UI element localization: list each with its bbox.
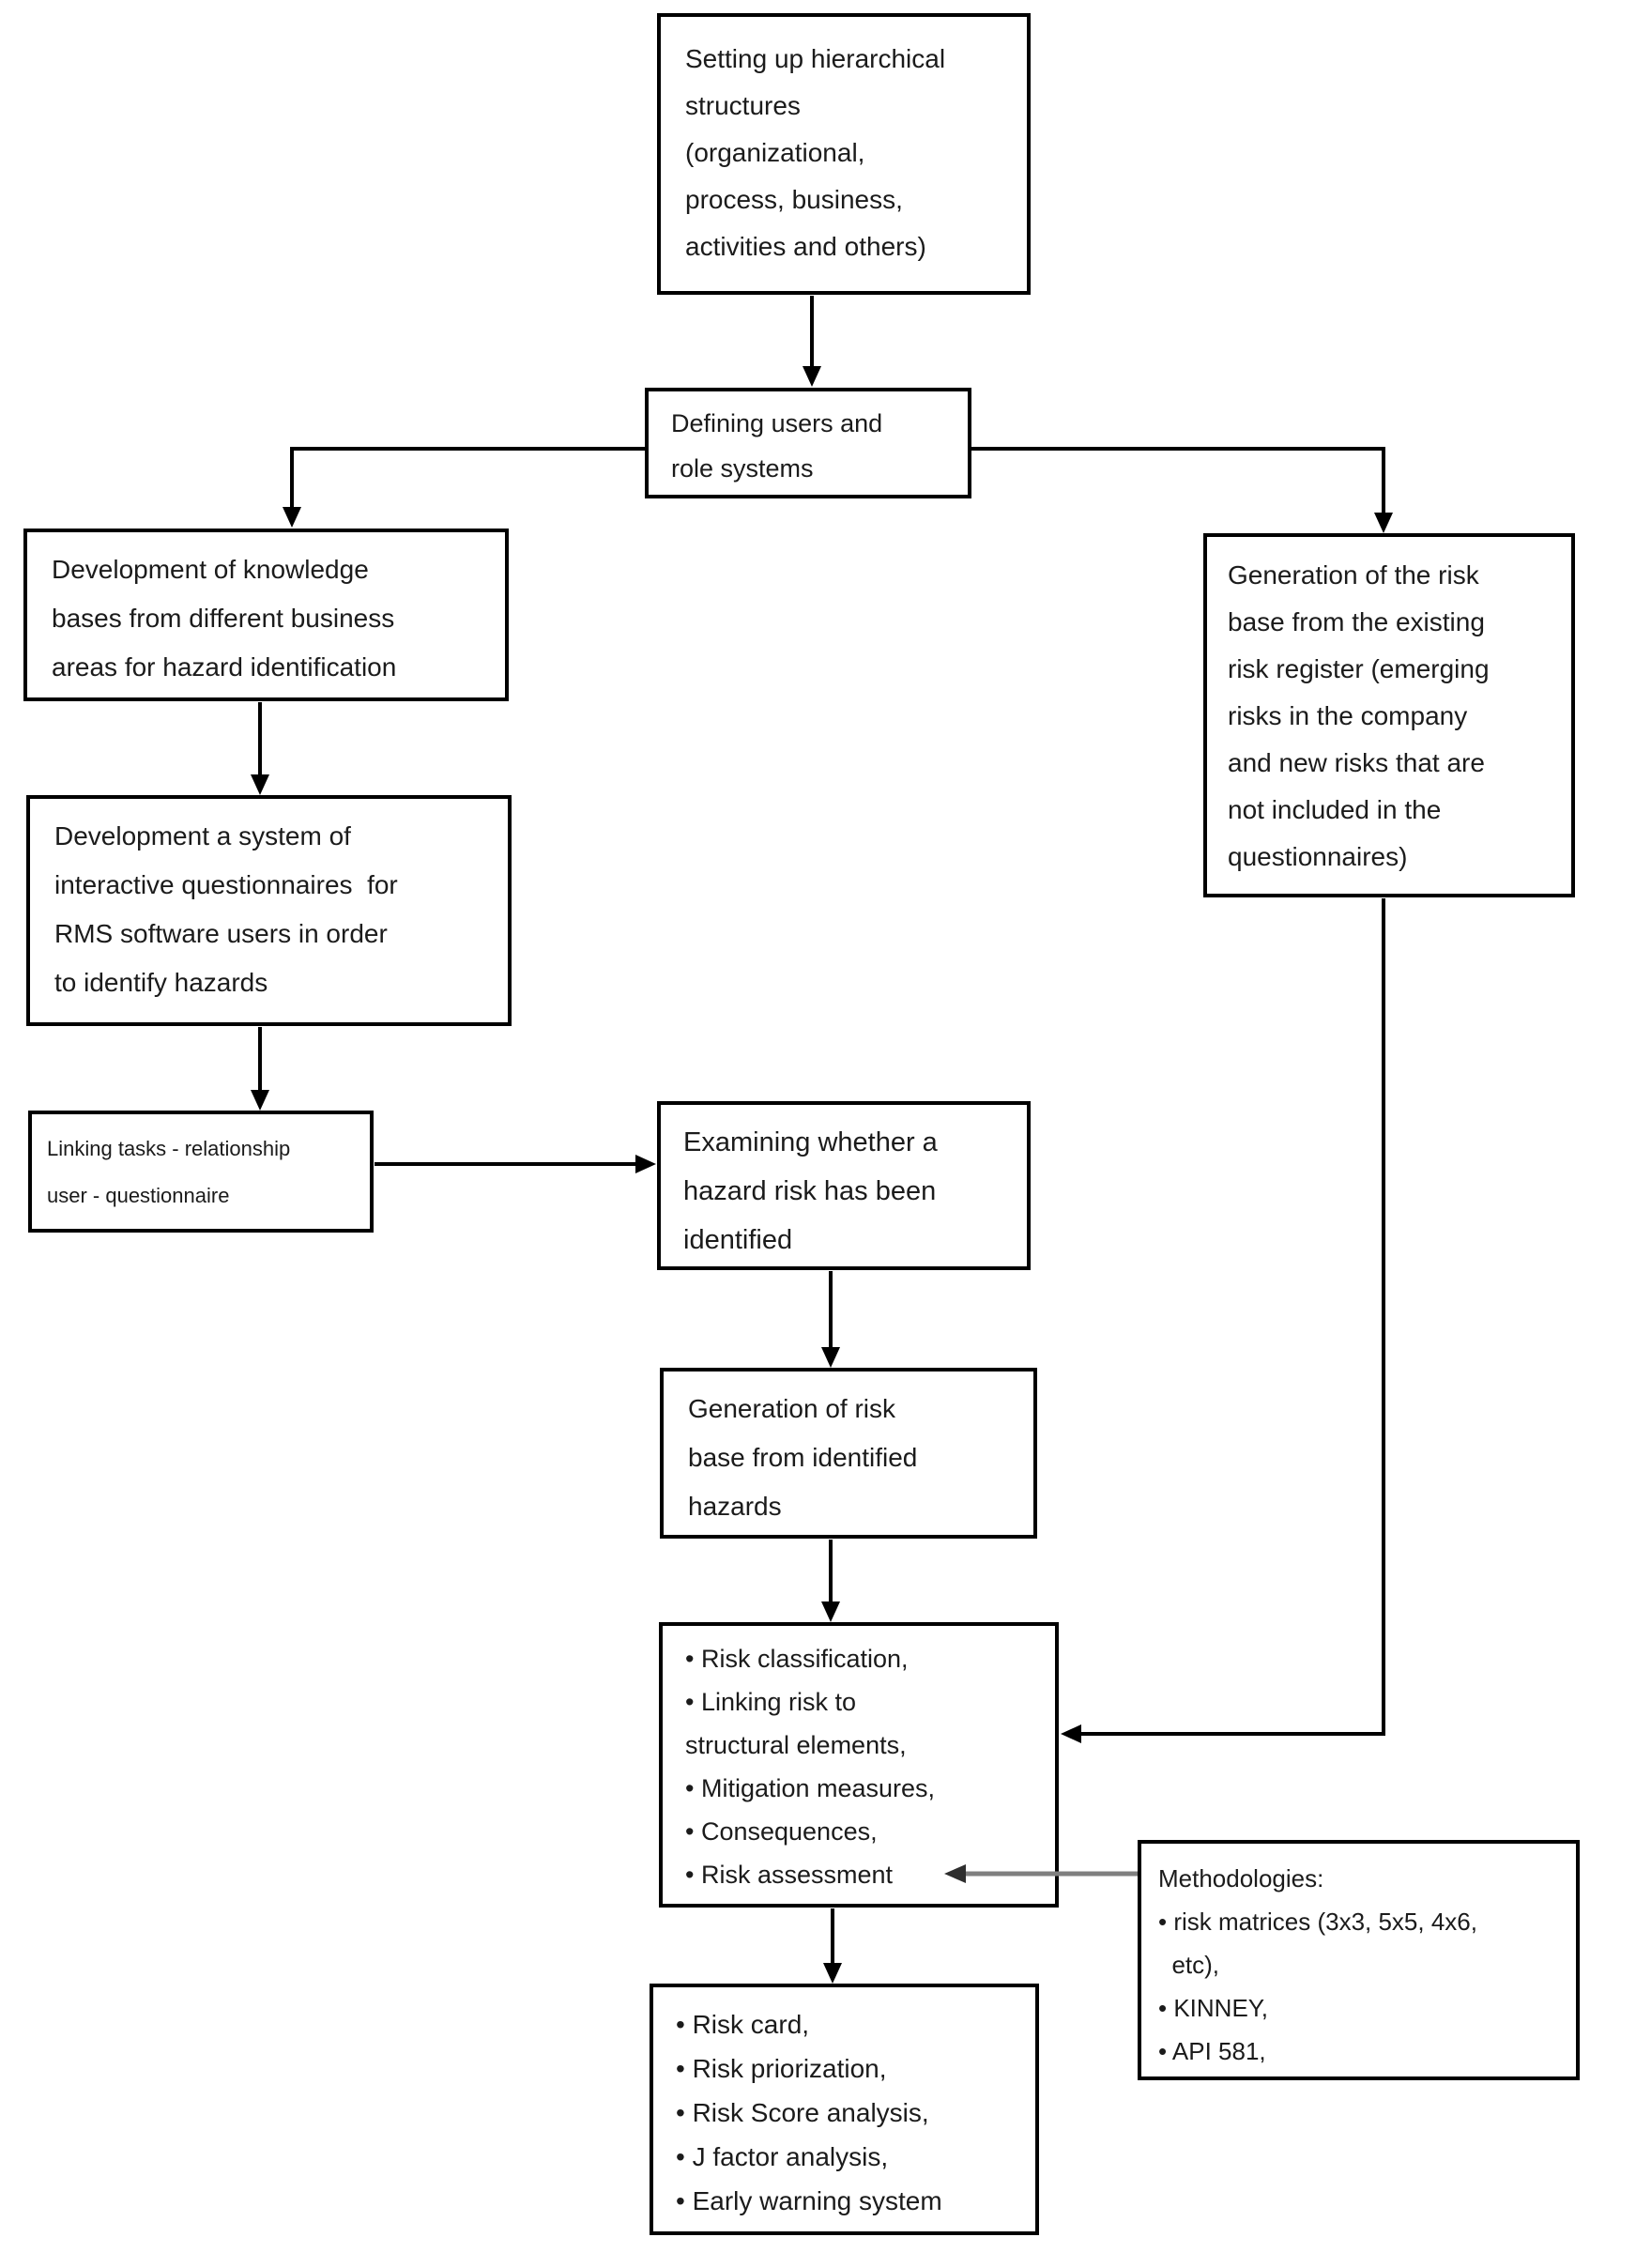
arrowhead-activities-outputs [823,1963,842,1984]
node-development-of-knowledge-bases: Development of knowledge bases from diff… [23,529,509,701]
node-development-questionnaire-system: Development a system of interactive ques… [26,795,512,1026]
node-linking-tasks: Linking tasks - relationship user - ques… [28,1111,374,1233]
node-risk-outputs-list: • Risk card, • Risk priorization, • Risk… [650,1984,1039,2235]
node-generation-risk-base-register: Generation of the risk base from the exi… [1203,533,1575,897]
arrowhead-setting-defining [803,366,821,387]
arrowhead-riskbase-activities [821,1601,840,1622]
node-risk-activities-list: • Risk classification, • Linking risk to… [659,1622,1059,1908]
connector-defining-knowledge [290,447,645,508]
arrowhead-defining-rightbox [1374,513,1393,533]
arrowhead-defining-knowledge [283,507,301,528]
connector-rightbox-activities [1080,898,1385,1736]
node-defining-users-and-role-systems: Defining users and role systems [645,388,971,498]
arrowhead-linking-examining [635,1155,656,1173]
node-generation-risk-base-hazards: Generation of risk base from identified … [660,1368,1037,1539]
node-examining-hazard-risk: Examining whether a hazard risk has been… [657,1101,1031,1270]
arrowhead-questionnaire-linking [251,1090,269,1111]
arrowhead-knowledge-questionnaire [251,774,269,795]
node-methodologies-list: Methodologies: • risk matrices (3x3, 5x5… [1138,1840,1580,2080]
connector-defining-rightbox [971,447,1385,513]
node-setting-up-hierarchical-structures: Setting up hierarchical structures (orga… [657,13,1031,295]
arrowhead-rightbox-activities [1061,1724,1081,1743]
arrowhead-examining-riskbase [821,1347,840,1368]
